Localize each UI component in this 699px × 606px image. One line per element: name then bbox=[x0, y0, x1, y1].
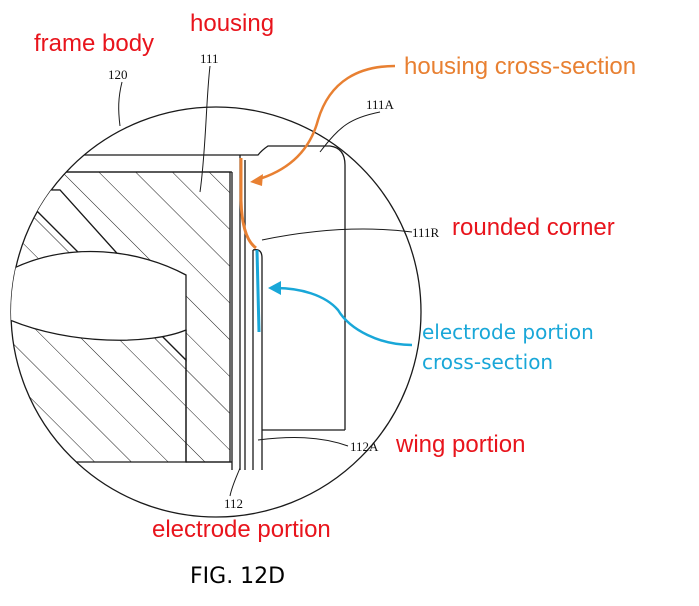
ref-111R: 111R bbox=[412, 225, 440, 240]
electrode-cross-section-highlight bbox=[255, 249, 261, 333]
lens-cutout bbox=[11, 250, 187, 341]
ref-112A: 112A bbox=[350, 439, 379, 454]
housing-cross-section-highlight bbox=[239, 158, 257, 250]
label-housing: housing bbox=[190, 10, 275, 37]
label-electrode-cross-section-line2: cross-section bbox=[422, 350, 554, 374]
label-wing-portion: wing portion bbox=[396, 431, 526, 458]
ref-112: 112 bbox=[224, 496, 244, 511]
leader-112 bbox=[229, 467, 241, 497]
ref-111A: 111A bbox=[366, 97, 394, 112]
electrode-outline bbox=[244, 160, 263, 470]
leader-111 bbox=[199, 65, 211, 193]
housing-outline bbox=[231, 145, 346, 470]
label-rounded-corner: rounded corner bbox=[452, 214, 615, 241]
ref-120: 120 bbox=[108, 67, 128, 82]
label-housing-cross-section: housing cross-section bbox=[404, 53, 637, 80]
ref-111: 111 bbox=[200, 51, 219, 66]
leader-111A bbox=[319, 111, 381, 153]
electrode-cross-section-arrow bbox=[275, 286, 413, 347]
leader-111R bbox=[261, 228, 413, 241]
housing-cross-section-arrow bbox=[255, 64, 396, 182]
leader-120 bbox=[118, 81, 123, 127]
label-electrode-cross-section-line1: electrode portion bbox=[422, 320, 594, 344]
label-electrode-portion: electrode portion bbox=[152, 516, 331, 543]
leader-112A bbox=[257, 437, 349, 447]
label-frame-body: frame body bbox=[34, 30, 155, 57]
figure-caption: FIG. 12D bbox=[190, 564, 286, 589]
